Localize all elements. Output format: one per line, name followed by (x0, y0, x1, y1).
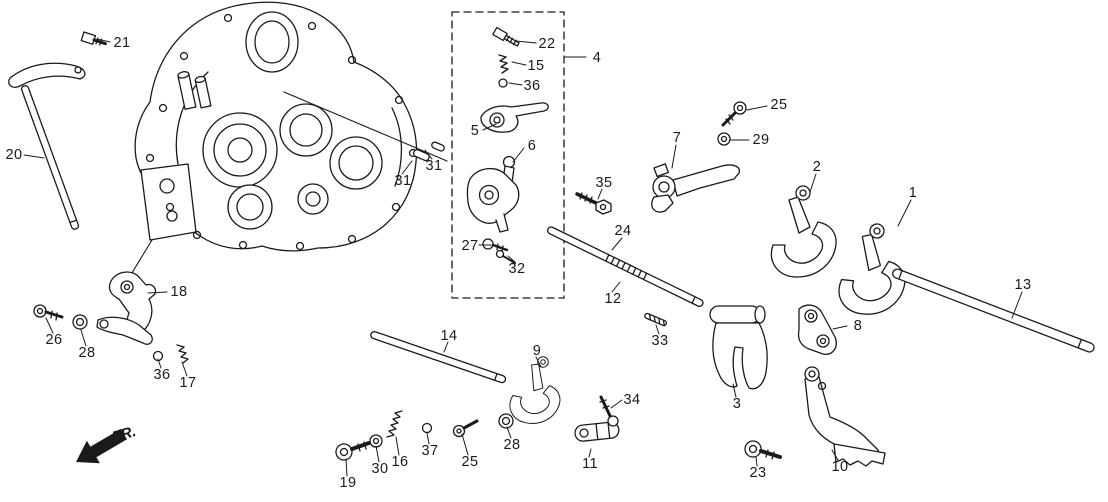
part-number-37: 37 (421, 442, 439, 459)
collar-28-bottom (498, 413, 514, 429)
pins-31 (412, 141, 445, 162)
rod-14 (370, 330, 507, 384)
part-number-13: 13 (1014, 276, 1032, 293)
part-number-7: 7 (672, 129, 682, 146)
part-number-29: 29 (752, 131, 770, 148)
part-number-36: 36 (153, 366, 171, 383)
part-number-2: 2 (812, 158, 822, 175)
shift-fork-9 (506, 351, 569, 430)
bracket-10 (804, 366, 886, 467)
clevis-11 (574, 421, 620, 442)
case-bolt-holes (145, 13, 418, 251)
part-number-1: 1 (908, 184, 918, 201)
leader-lines (23, 38, 1023, 477)
part-number-23: 23 (749, 464, 767, 481)
part-number-25: 25 (770, 96, 788, 113)
spring-15 (498, 54, 509, 74)
rod-13 (892, 268, 1095, 353)
part-number-3: 3 (732, 395, 742, 412)
spring-16 (386, 410, 403, 438)
part-number-11: 11 (582, 455, 598, 472)
part-number-26: 26 (45, 331, 63, 348)
lever-18 (96, 271, 157, 345)
link-8 (797, 304, 837, 355)
part-number-31: 31 (425, 157, 443, 174)
part-number-15: 15 (527, 57, 545, 74)
shift-fork-3 (709, 305, 768, 390)
shift-arm-7 (651, 163, 740, 213)
part-number-31: 31 (394, 172, 412, 189)
transmission-case (134, 1, 418, 252)
part-number-4: 4 (592, 49, 602, 66)
part-number-9: 9 (532, 342, 542, 359)
part-number-22: 22 (538, 35, 556, 52)
part-number-21: 21 (113, 34, 131, 51)
washer-30 (369, 434, 383, 448)
part-number-6: 6 (527, 137, 537, 154)
part-number-17: 17 (179, 374, 197, 391)
screw-32 (495, 249, 516, 264)
bolt-19 (335, 441, 371, 461)
part-number-8: 8 (853, 317, 863, 334)
bolt-22 (492, 26, 520, 47)
bolt-23 (744, 440, 782, 460)
fr-arrow-icon (76, 428, 127, 464)
bolt-26 (33, 304, 64, 321)
collar-28-left (72, 314, 88, 330)
ball-37 (421, 422, 433, 434)
bolt-25-bottom (452, 419, 479, 438)
shift-fork-2 (770, 185, 837, 278)
part-number-30: 30 (371, 460, 389, 477)
ball-36-top (498, 78, 508, 88)
part-number-35: 35 (595, 174, 613, 191)
rod-12-24 (546, 226, 704, 308)
washer-29 (717, 132, 731, 146)
lever-6 (466, 155, 520, 233)
part-number-16: 16 (391, 453, 409, 470)
part-number-28: 28 (503, 436, 521, 453)
part-number-25: 25 (461, 453, 479, 470)
case-tubes (177, 71, 212, 110)
part-number-5: 5 (470, 122, 480, 139)
part-number-18: 18 (170, 283, 188, 300)
part-number-33: 33 (651, 332, 669, 349)
part-number-36: 36 (523, 77, 541, 94)
rod-20 (8, 62, 86, 230)
part-number-27: 27 (461, 237, 479, 254)
part-number-28: 28 (78, 344, 96, 361)
bolt-34 (599, 395, 619, 427)
bolt-35 (575, 192, 612, 215)
part-number-19: 19 (339, 474, 357, 491)
part-number-20: 20 (5, 146, 23, 163)
spring-17 (176, 344, 189, 364)
part-number-14: 14 (440, 327, 458, 344)
bolt-21 (80, 31, 107, 46)
interlock-5 (480, 102, 549, 133)
part-number-34: 34 (623, 391, 641, 408)
part-number-24: 24 (614, 222, 632, 239)
part-number-32: 32 (508, 260, 526, 277)
part-number-12: 12 (604, 290, 622, 307)
bolt-27 (482, 238, 509, 253)
bolt-25-top (721, 101, 747, 127)
part-number-10: 10 (831, 458, 849, 475)
detail-box-4 (451, 11, 565, 299)
pin-33 (644, 312, 668, 327)
